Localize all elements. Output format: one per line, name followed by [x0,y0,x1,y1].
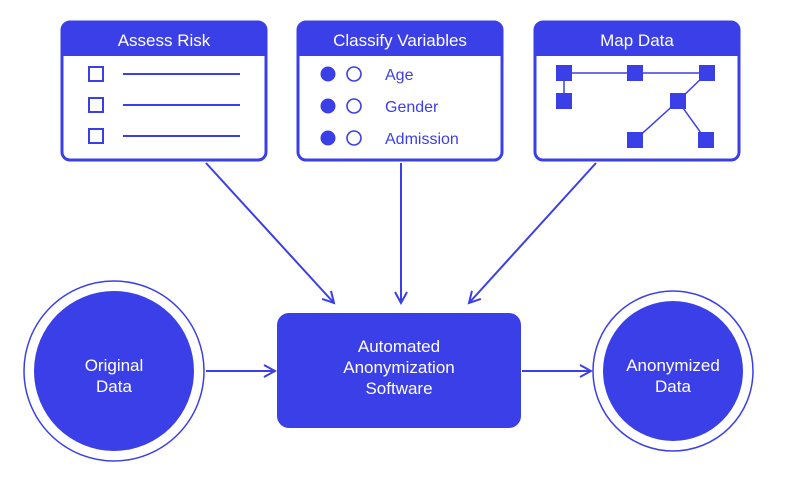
software-box [277,313,521,428]
outer-ring [23,280,205,462]
variable-label-gender: Gender [385,99,439,116]
node-anonymization-software: Automated Anonymization Software [277,313,521,428]
software-label-line3: Software [365,379,432,398]
card-assess-risk: Assess Risk [60,20,268,162]
radio-filled-icon [320,130,336,146]
node-label-line2: Data [655,377,691,396]
inner-circle [34,291,194,451]
card-header [535,22,739,56]
card-title: Map Data [600,31,674,50]
card-title: Assess Risk [118,31,211,50]
card-classify-variables: Classify Variables Age Gender Admission [296,20,504,162]
radio-empty-icon [346,66,362,82]
graph-node-icon [556,93,572,109]
node-original-data: Original Data [23,280,205,462]
checkbox-icon [88,128,104,144]
node-label-line1: Anonymized [626,356,720,375]
card-header [62,22,266,56]
inner-circle [603,301,743,441]
outer-ring [592,290,754,452]
card-header [298,22,502,56]
radio-empty-icon [346,98,362,114]
graph-node-icon [627,65,643,81]
graph-node-icon [627,132,643,148]
variable-label-admission: Admission [385,131,459,148]
checkbox-icon [88,97,104,113]
card-title: Classify Variables [333,31,467,50]
graph-node-icon [698,132,714,148]
node-label-line1: Original [85,356,144,375]
software-label-line1: Automated [358,337,440,356]
card-map-data: Map Data [533,20,741,162]
arrow-map-to-software [469,162,597,303]
node-anonymized-data: Anonymized Data [592,290,754,452]
graph-node-icon [699,65,715,81]
radio-filled-icon [320,66,336,82]
graph-node-icon [670,93,686,109]
node-label-line2: Data [96,377,132,396]
variable-label-age: Age [385,67,414,84]
radio-empty-icon [346,130,362,146]
graph-node-icon [556,65,572,81]
checkbox-icon [88,66,104,82]
radio-filled-icon [320,98,336,114]
software-label-line2: Anonymization [343,358,455,377]
arrow-assess-to-software [205,162,334,303]
